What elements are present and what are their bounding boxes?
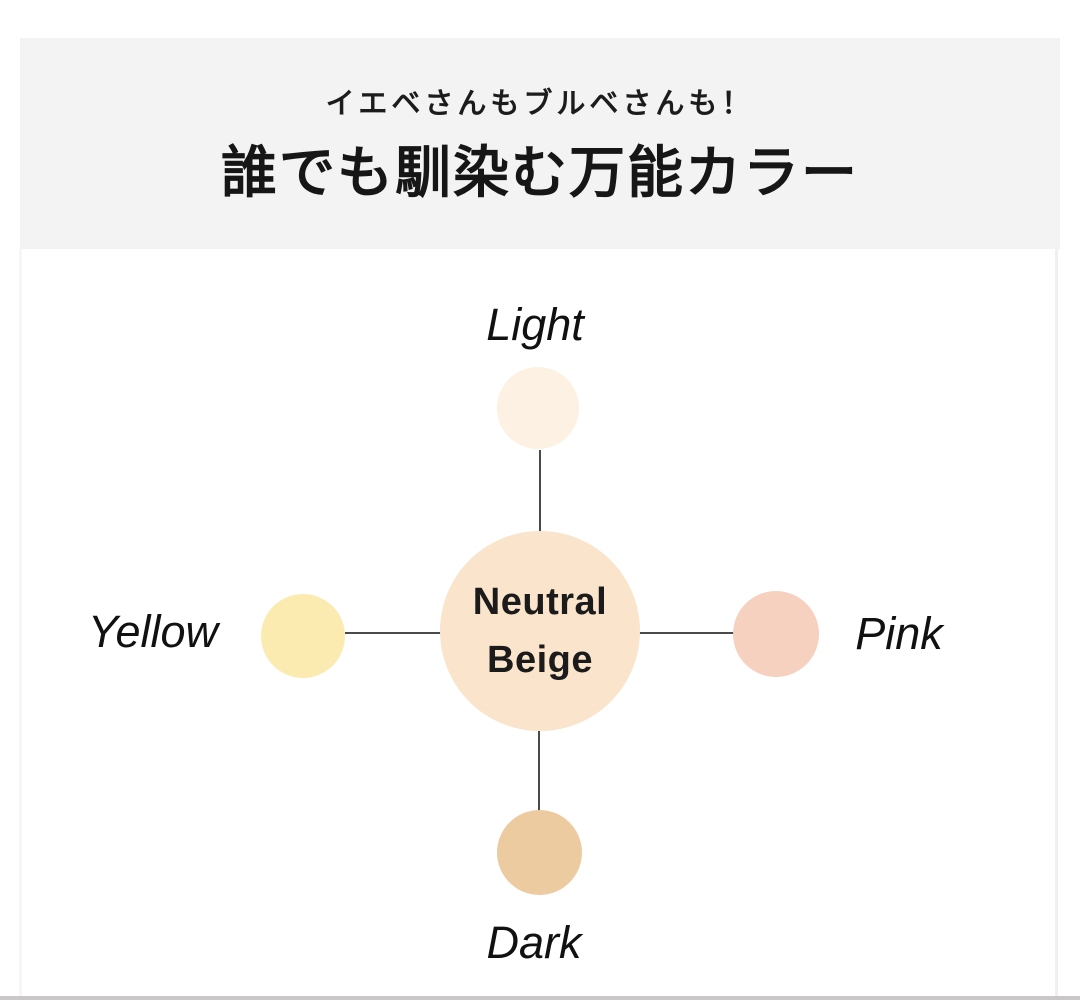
page-title: 誰でも馴染む万能カラー [221, 141, 859, 204]
node-circle-dark [497, 810, 582, 895]
node-label-light: Light [486, 299, 584, 350]
connector-top [539, 450, 541, 533]
photo-edge-bottom [0, 996, 1080, 1000]
node-circle-pink [733, 591, 819, 677]
node-circle-light [497, 367, 579, 449]
connector-left [345, 632, 441, 634]
node-circle-neutral-beige: Neutral Beige [440, 531, 640, 731]
node-label-pink: Pink [855, 608, 943, 659]
center-label-line2: Beige [487, 639, 593, 681]
center-label: Neutral Beige [473, 573, 607, 689]
connector-bottom [538, 731, 540, 811]
node-label-yellow: Yellow [87, 606, 219, 657]
node-circle-yellow [261, 594, 345, 678]
center-label-line1: Neutral [472, 581, 608, 623]
node-label-dark: Dark [486, 917, 582, 968]
header-band: イエベさんもブルベさんも！ 誰でも馴染む万能カラー [20, 38, 1060, 249]
photo-edge-right [1055, 249, 1058, 997]
connector-right [639, 632, 735, 634]
header-subtitle: イエベさんもブルベさんも！ [325, 88, 755, 120]
photo-edge-left [19, 249, 22, 997]
